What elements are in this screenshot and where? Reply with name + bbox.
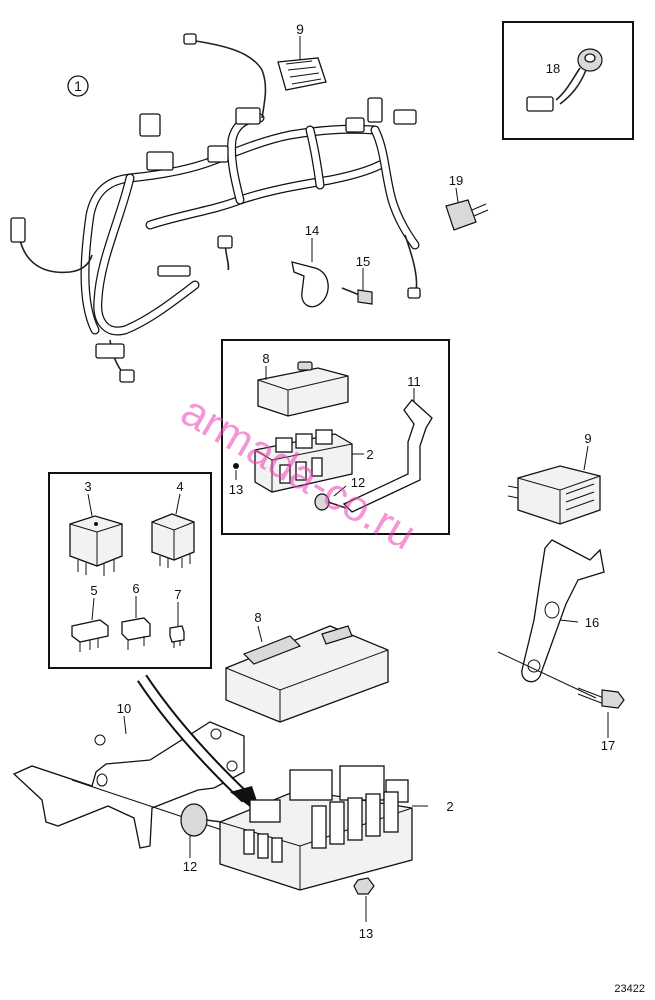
fuse-part-7 [169,625,185,648]
wiring-harness [10,33,421,383]
relay-part-3 [69,515,123,576]
callout-2-top: 2 [366,447,373,462]
callout-15: 15 [356,254,370,269]
callout-13-bottom: 13 [359,926,373,941]
callout-9-top: 9 [296,21,304,37]
relay-part-4 [151,513,195,568]
fuse-box-part-2-small [254,429,353,493]
inset-frame-part-18 [502,21,634,140]
figure-number: 23422 [614,983,645,995]
callout-3: 3 [84,479,91,494]
callout-5: 5 [90,583,97,598]
fuse-part-5 [71,619,109,652]
callout-1: 1 [74,78,82,94]
callout-11: 11 [407,374,421,389]
sensor-part-19 [445,199,489,231]
bracket-part-11 [342,399,433,513]
clamp-part-14 [291,261,329,308]
callout-2-bottom: 2 [446,799,453,814]
cover-part-8-small [257,361,349,417]
sensor-part-18 [526,48,603,112]
callout-14: 14 [305,223,319,238]
callout-13-top: 13 [229,482,243,497]
callout-18: 18 [546,61,560,76]
callout-7: 7 [174,587,181,602]
callout-12-top: 12 [351,475,365,490]
cover-part-8-large [225,625,389,723]
bracket-part-10 [12,721,245,849]
harness-main-connector [277,57,327,91]
callout-8-top: 8 [262,351,269,366]
callout-17: 17 [601,738,615,753]
callout-19: 19 [449,173,463,188]
callout-10: 10 [117,701,131,716]
nut-part-13-small [233,463,239,469]
callout-4: 4 [176,479,183,494]
fuse-part-6 [121,617,151,650]
callout-9-right: 9 [584,431,591,446]
connector-part-9 [507,465,601,525]
callout-16: 16 [585,615,599,630]
callout-12-bottom: 12 [183,859,197,874]
callout-6: 6 [132,581,139,596]
callout-8-bottom: 8 [254,610,261,625]
bracket-part-16 [521,539,605,683]
grommet-part-12-large [180,803,223,837]
bolt-part-15 [341,287,373,305]
callout-circle-1 [67,75,89,97]
fuse-box-part-2-large [219,765,413,891]
grommet-part-12-small [314,493,347,511]
bolt-part-17 [577,687,625,709]
nut-part-13-large [353,877,375,895]
